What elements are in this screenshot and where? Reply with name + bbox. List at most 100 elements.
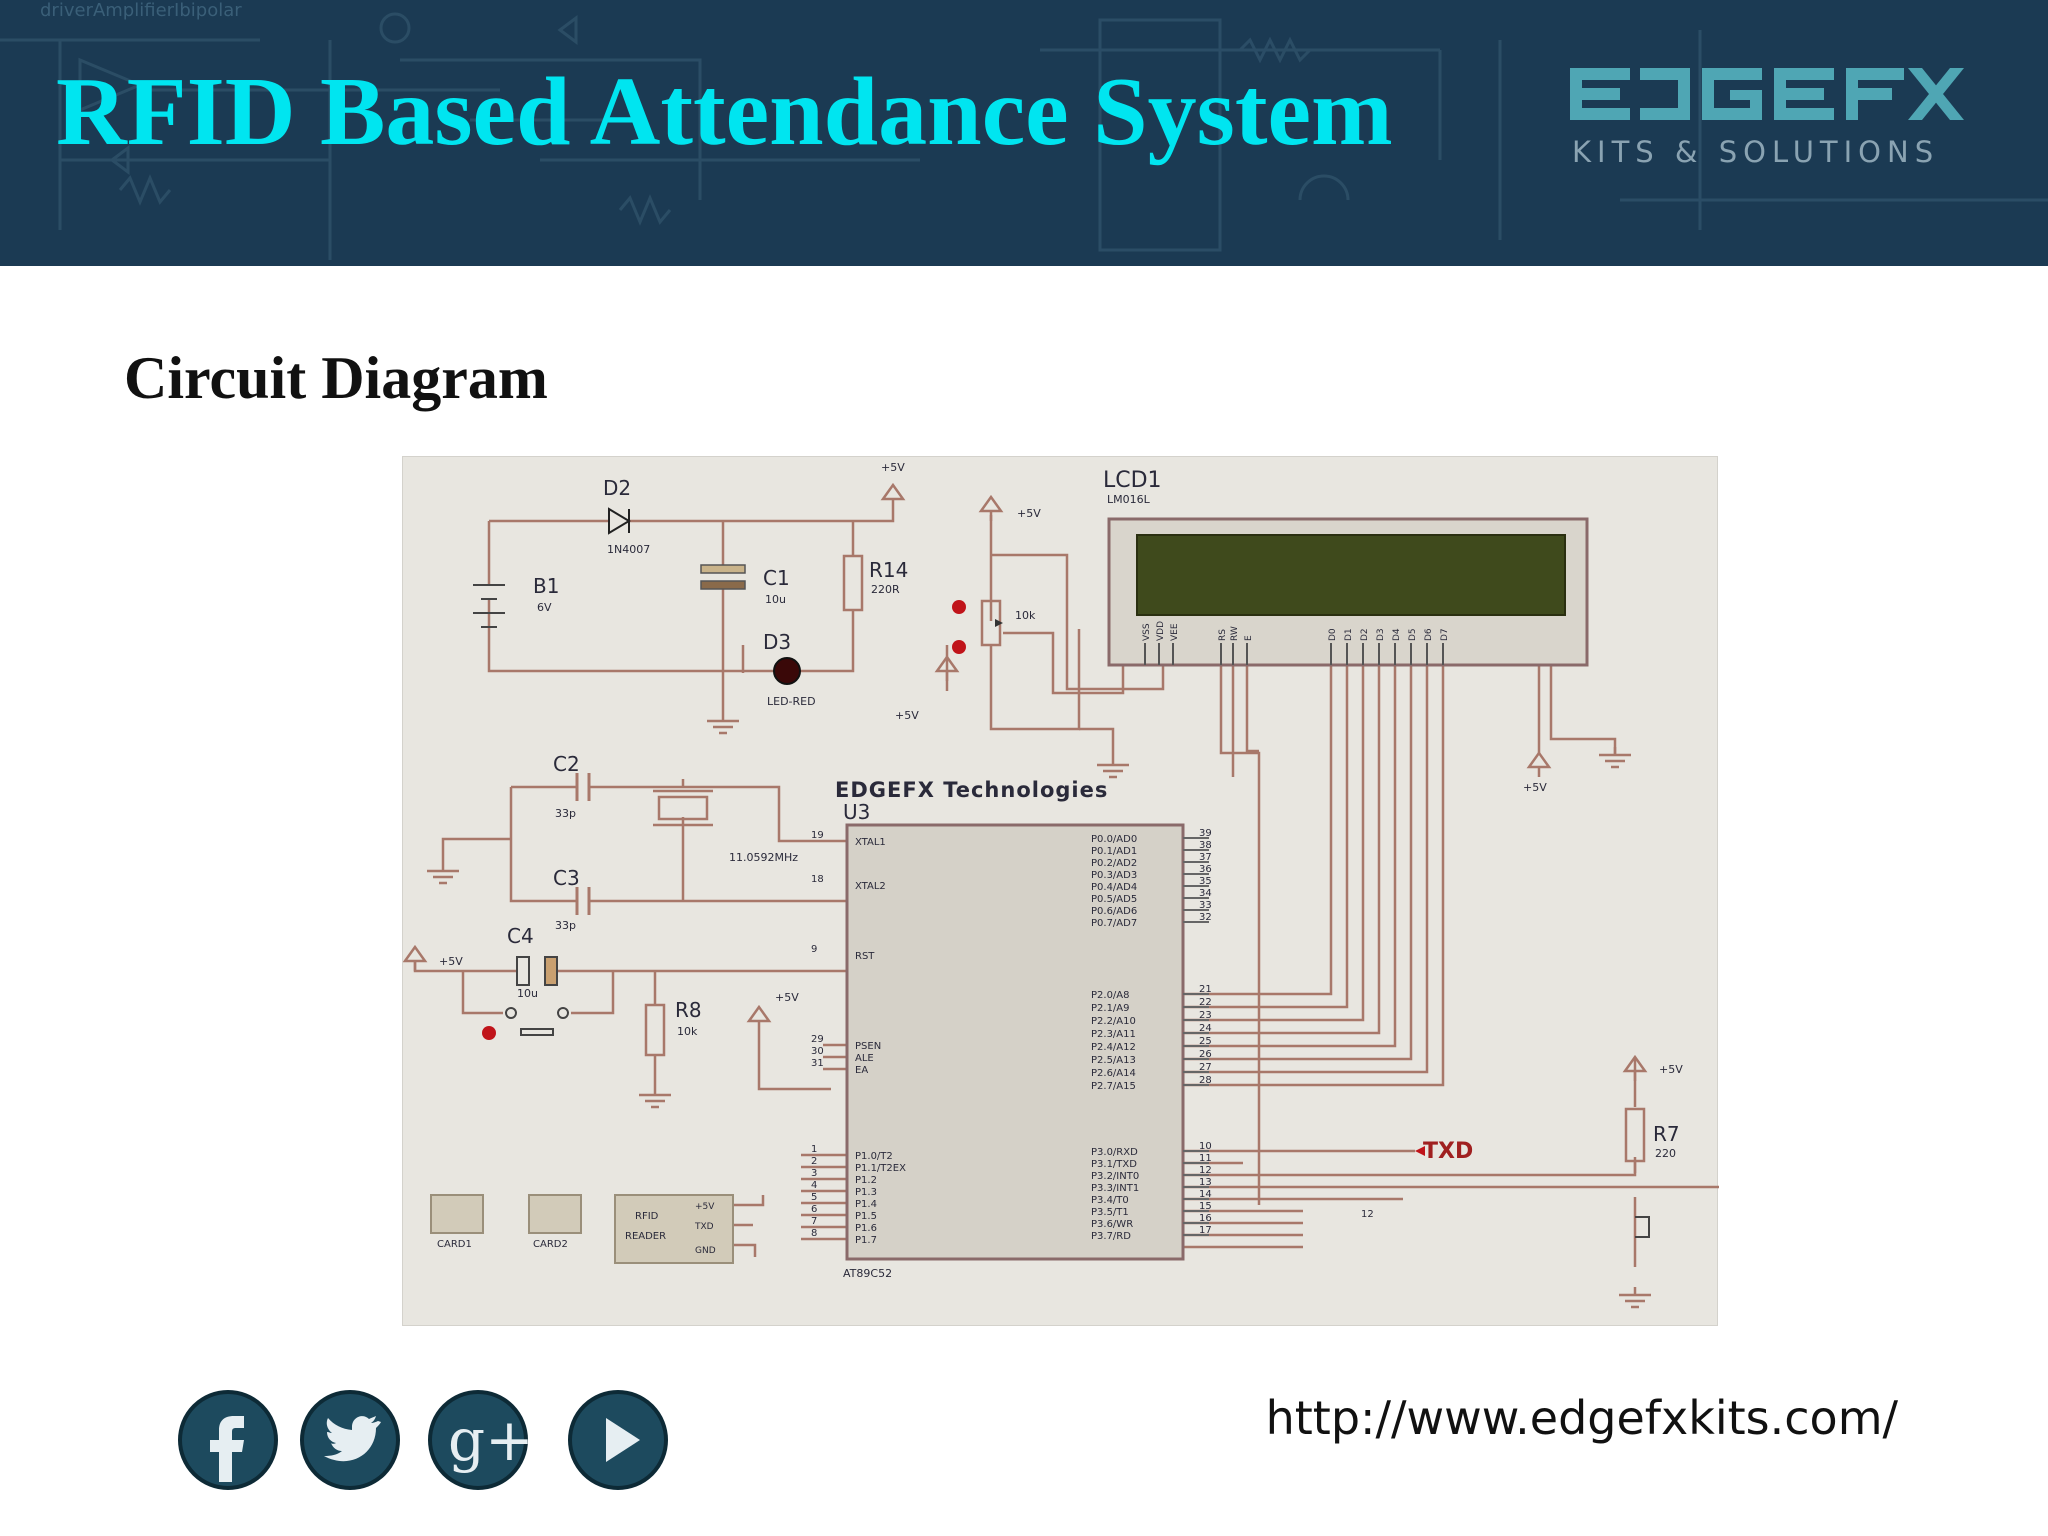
mcu-right-pin-name: P0.0/AD0 <box>1091 834 1137 845</box>
ground-switch <box>1619 1287 1651 1309</box>
twitter-button[interactable] <box>298 1388 402 1492</box>
lcd-pin-label: D0 <box>1328 628 1338 641</box>
label-lcd: LCD1 <box>1103 468 1162 493</box>
vcc-arrow-mcu <box>934 654 960 681</box>
facebook-button[interactable] <box>176 1388 280 1492</box>
mcu-right-pin-num: 15 <box>1199 1201 1212 1212</box>
battery-b1 <box>473 584 505 628</box>
mcu-left-pin-name: P1.2 <box>855 1175 877 1186</box>
mcu-right-pin-name: P2.0/A8 <box>1091 990 1130 1001</box>
label-net-12: 12 <box>1361 1209 1374 1220</box>
card-1 <box>430 1194 484 1234</box>
pushbutton <box>1635 1216 1650 1238</box>
vcc-arrow-r7 <box>1622 1054 1648 1081</box>
label-r8: R8 <box>675 998 702 1022</box>
schematic-components <box>403 482 1651 1309</box>
mcu-right-pin-num: 36 <box>1199 864 1212 875</box>
youtube-play-icon <box>568 1390 668 1490</box>
label-b1: B1 <box>533 574 559 598</box>
mcu-left-pin-name: P1.5 <box>855 1211 877 1222</box>
lcd-pin-label: D2 <box>1360 628 1370 641</box>
google-plus-icon: g+ <box>428 1390 530 1490</box>
schematic-banner: EDGEFX Technologies <box>835 778 1108 802</box>
facebook-icon <box>178 1390 278 1490</box>
mcu-right-pin-name: P3.3/INT1 <box>1091 1183 1139 1194</box>
mcu-right-pin-num: 35 <box>1199 876 1212 887</box>
header-banner: driverAmplifierIbipolar RFID Based Atten… <box>0 0 2048 266</box>
lcd-pin-label: E <box>1244 635 1254 641</box>
mcu-left-pin-num: 1 <box>811 1144 817 1155</box>
probe-dot-reset <box>482 1026 496 1040</box>
resistor-r14 <box>842 554 864 612</box>
mcu-left-pin-name: PSEN <box>855 1041 881 1052</box>
mcu-left-pin-name: P1.6 <box>855 1223 877 1234</box>
label-d3: D3 <box>763 630 791 654</box>
label-reader-line1: RFID <box>635 1211 659 1222</box>
mcu-right-pin-num: 12 <box>1199 1165 1212 1176</box>
pot-wiper-icon <box>995 619 1003 627</box>
mcu-right-pin-name: P3.7/RD <box>1091 1231 1131 1242</box>
mcu-left-pin-name: P1.1/T2EX <box>855 1163 906 1174</box>
mcu-right-pin-num: 10 <box>1199 1141 1212 1152</box>
mcu-right-pin-num: 32 <box>1199 912 1212 923</box>
capacitor-c1-top <box>700 564 746 574</box>
website-url[interactable]: http://www.edgefxkits.com/ <box>1265 1391 1898 1445</box>
label-c4-value: 10u <box>517 987 538 1000</box>
label-pot-value: 10k <box>1015 609 1036 622</box>
vcc-arrow-top <box>880 482 906 509</box>
mcu-left-pin-num: 4 <box>811 1180 817 1191</box>
lcd-data-wire <box>1183 665 1349 1009</box>
mcu-right-pin-num: 25 <box>1199 1036 1212 1047</box>
probe-dot-2 <box>952 640 966 654</box>
label-c2: C2 <box>553 752 580 776</box>
label-card2: CARD2 <box>533 1239 568 1250</box>
mcu-left-pin-name: P1.7 <box>855 1235 877 1246</box>
section-heading: Circuit Diagram <box>124 345 548 411</box>
mcu-right-pin-num: 11 <box>1199 1153 1212 1164</box>
resistor-r8 <box>644 1003 666 1057</box>
mcu-right-pin-num: 16 <box>1199 1213 1212 1224</box>
label-vcc-r7: +5V <box>1659 1063 1683 1076</box>
lcd-pin-label: D3 <box>1376 628 1386 641</box>
label-lcd-part: LM016L <box>1107 493 1151 506</box>
label-r14: R14 <box>869 558 908 582</box>
mcu-right-pin-num: 26 <box>1199 1049 1212 1060</box>
lcd-pin-label: VSS <box>1142 623 1152 641</box>
resistor-r7 <box>1624 1107 1646 1163</box>
reset-switch-button <box>520 1028 554 1036</box>
label-txd-net: TXD <box>1423 1139 1473 1164</box>
label-r7: R7 <box>1653 1122 1680 1146</box>
reset-switch-contact <box>505 1007 517 1019</box>
label-c1-value: 10u <box>765 593 786 606</box>
mcu-right-pin-name: P2.6/A14 <box>1091 1068 1136 1079</box>
label-vcc-lcd: +5V <box>1523 781 1547 794</box>
mcu-left-pin-name: P1.0/T2 <box>855 1151 893 1162</box>
schematic-labels: D21N4007B16VC110uR14220RD3LED-RED+5V+5V+… <box>437 461 1683 1280</box>
youtube-button[interactable] <box>566 1388 670 1492</box>
label-u3-part: AT89C52 <box>843 1267 892 1280</box>
lcd-pin-label: D5 <box>1408 628 1418 641</box>
schematic-canvas: D21N4007B16VC110uR14220RD3LED-RED+5V+5V+… <box>403 461 1719 1309</box>
lcd-pin-label: RW <box>1230 626 1240 641</box>
circuit-background-pattern: driverAmplifierIbipolar <box>0 0 2048 260</box>
slide-title: RFID Based Attendance System <box>56 58 1393 166</box>
label-r8-value: 10k <box>677 1025 698 1038</box>
mcu-right-pin-name: P0.5/AD5 <box>1091 894 1137 905</box>
label-r7-value: 220 <box>1655 1147 1676 1160</box>
label-vcc-ea: +5V <box>775 991 799 1004</box>
label-reader-pin-txd: TXD <box>694 1222 714 1232</box>
mcu-right-pin-num: 33 <box>1199 900 1212 911</box>
mcu-left-pin-name: P1.4 <box>855 1199 877 1210</box>
mcu-left-pin-name: XTAL1 <box>855 837 886 848</box>
ground-c1 <box>707 713 739 735</box>
mcu-right-pin-num: 22 <box>1199 997 1212 1008</box>
capacitor-c1-bottom <box>700 580 746 590</box>
rfid-reader <box>614 1194 734 1264</box>
crystal-plates <box>653 789 713 827</box>
mcu-right-pin-name: P3.5/T1 <box>1091 1207 1129 1218</box>
mcu-right-pin-num: 17 <box>1199 1225 1212 1236</box>
label-reader-pin-vcc: +5V <box>695 1202 715 1212</box>
mcu-left-pin-num: 31 <box>811 1058 824 1069</box>
google-plus-button[interactable]: g+ <box>426 1388 530 1492</box>
